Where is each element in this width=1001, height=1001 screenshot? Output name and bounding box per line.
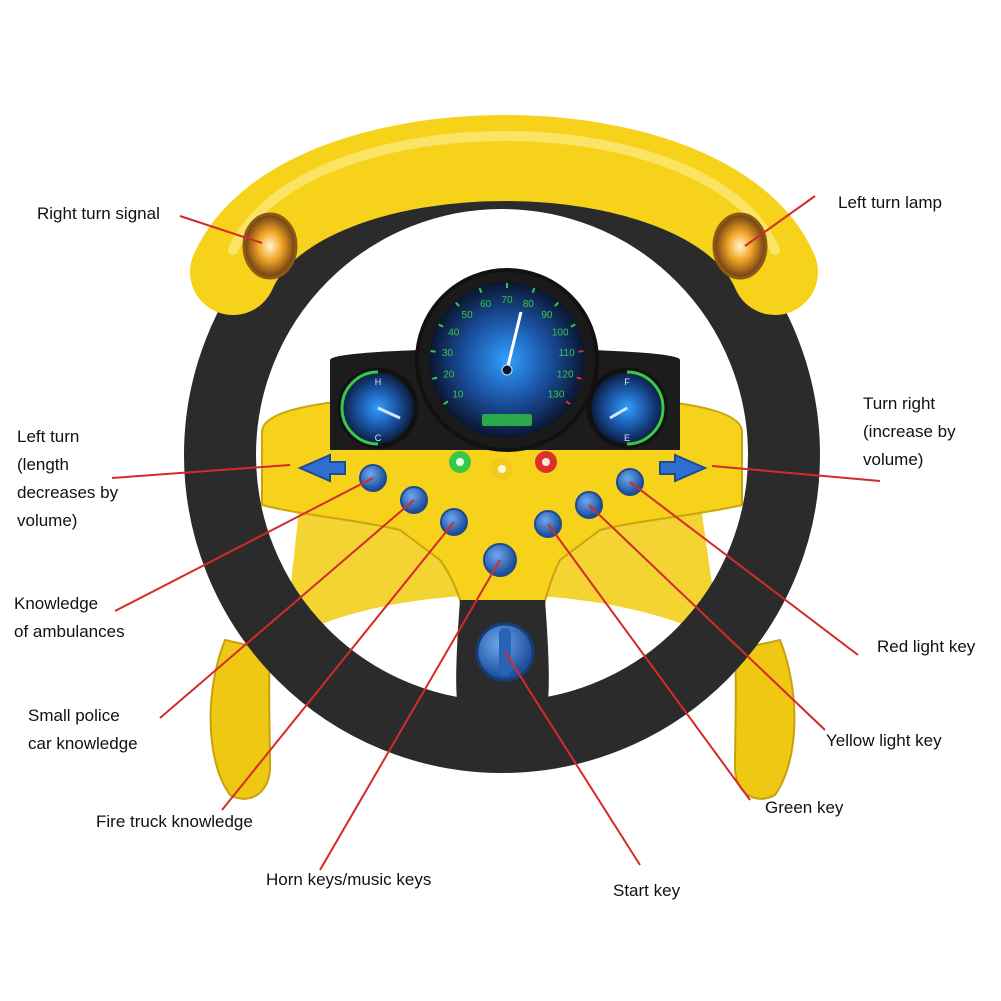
odometer-display (482, 414, 532, 426)
gauge-right-bottom-label: E (624, 433, 630, 443)
speedometer-tick-label: 120 (557, 370, 574, 381)
speedometer-tick-mark (443, 400, 449, 406)
leader-right-turn-signal (179, 215, 263, 244)
speedometer-tick-label: 90 (541, 310, 553, 321)
leader-horn (319, 559, 501, 871)
speedometer-tick-label: 30 (442, 348, 454, 359)
speedometer-tick-mark (531, 287, 536, 294)
leader-turn-right (711, 465, 881, 482)
left-turn-lamp (712, 212, 768, 280)
speedometer-tick-mark (576, 376, 582, 380)
leader-left-turn (111, 464, 291, 479)
label-horn-keys: Horn keys/music keys (266, 870, 432, 889)
label-yellow-light-key: Yellow light key (826, 731, 942, 750)
gauge-left-bottom-label: C (375, 433, 382, 443)
label-small-police: Small police car knowledge (28, 706, 138, 753)
gauge-left-top-label: H (375, 377, 382, 387)
leader-police (159, 499, 415, 719)
leader-start-key (504, 651, 641, 866)
speedometer-tick-mark (570, 323, 576, 328)
speedometer-tick-label: 110 (559, 348, 575, 359)
speedometer-tick-mark (478, 287, 483, 294)
leader-green-key (547, 523, 751, 801)
speedometer-tick-mark (565, 400, 571, 406)
label-red-light-key: Red light key (877, 637, 976, 656)
speedometer-tick-label: 40 (448, 327, 460, 338)
speedometer-needle (505, 311, 523, 371)
fuel-gauge (586, 367, 668, 449)
right-turn-button[interactable] (659, 453, 708, 483)
speedometer-tick-mark (432, 376, 438, 380)
leader-yellow-key (588, 504, 826, 731)
speedometer-tick-label: 70 (501, 295, 513, 306)
speedometer-tick-label: 10 (452, 389, 464, 400)
speedometer-tick-label: 60 (480, 299, 492, 310)
speedometer-tick-mark (455, 301, 460, 307)
temperature-gauge (337, 367, 419, 449)
leader-fire-truck (221, 521, 455, 811)
label-knowledge-ambulances: Knowledge of ambulances (14, 594, 125, 641)
indicator-lights (449, 451, 557, 480)
callout-leader-lines (111, 195, 881, 871)
speedometer-tick-mark (438, 323, 444, 328)
label-left-turn: Left turn (length decreases by volume) (17, 427, 119, 530)
speedometer-tick-label: 80 (523, 299, 535, 310)
label-start-key: Start key (613, 881, 681, 900)
speedometer-tick-label: 20 (443, 370, 455, 381)
right-turn-signal-lamp (242, 212, 298, 280)
label-fire-truck: Fire truck knowledge (96, 812, 253, 831)
speedometer-tick-mark (430, 350, 436, 353)
leader-ambulance (114, 477, 374, 612)
leader-left-turn-lamp (744, 195, 816, 247)
left-turn-button[interactable] (297, 453, 346, 483)
speedometer-tick-mark (578, 350, 584, 353)
label-right-turn-signal: Right turn signal (37, 204, 160, 223)
speedometer-tick-label: 130 (548, 389, 565, 400)
leader-red-key (629, 481, 859, 656)
gauge-right-top-label: F (624, 377, 630, 387)
label-green-key: Green key (765, 798, 844, 817)
speedometer-tick-label: 50 (462, 310, 474, 321)
speedometer-tick-label: 100 (552, 327, 569, 338)
label-left-turn-lamp: Left turn lamp (838, 193, 942, 212)
label-turn-right: Turn right (increase by volume) (863, 394, 956, 469)
speedometer-tick-mark (554, 301, 559, 307)
